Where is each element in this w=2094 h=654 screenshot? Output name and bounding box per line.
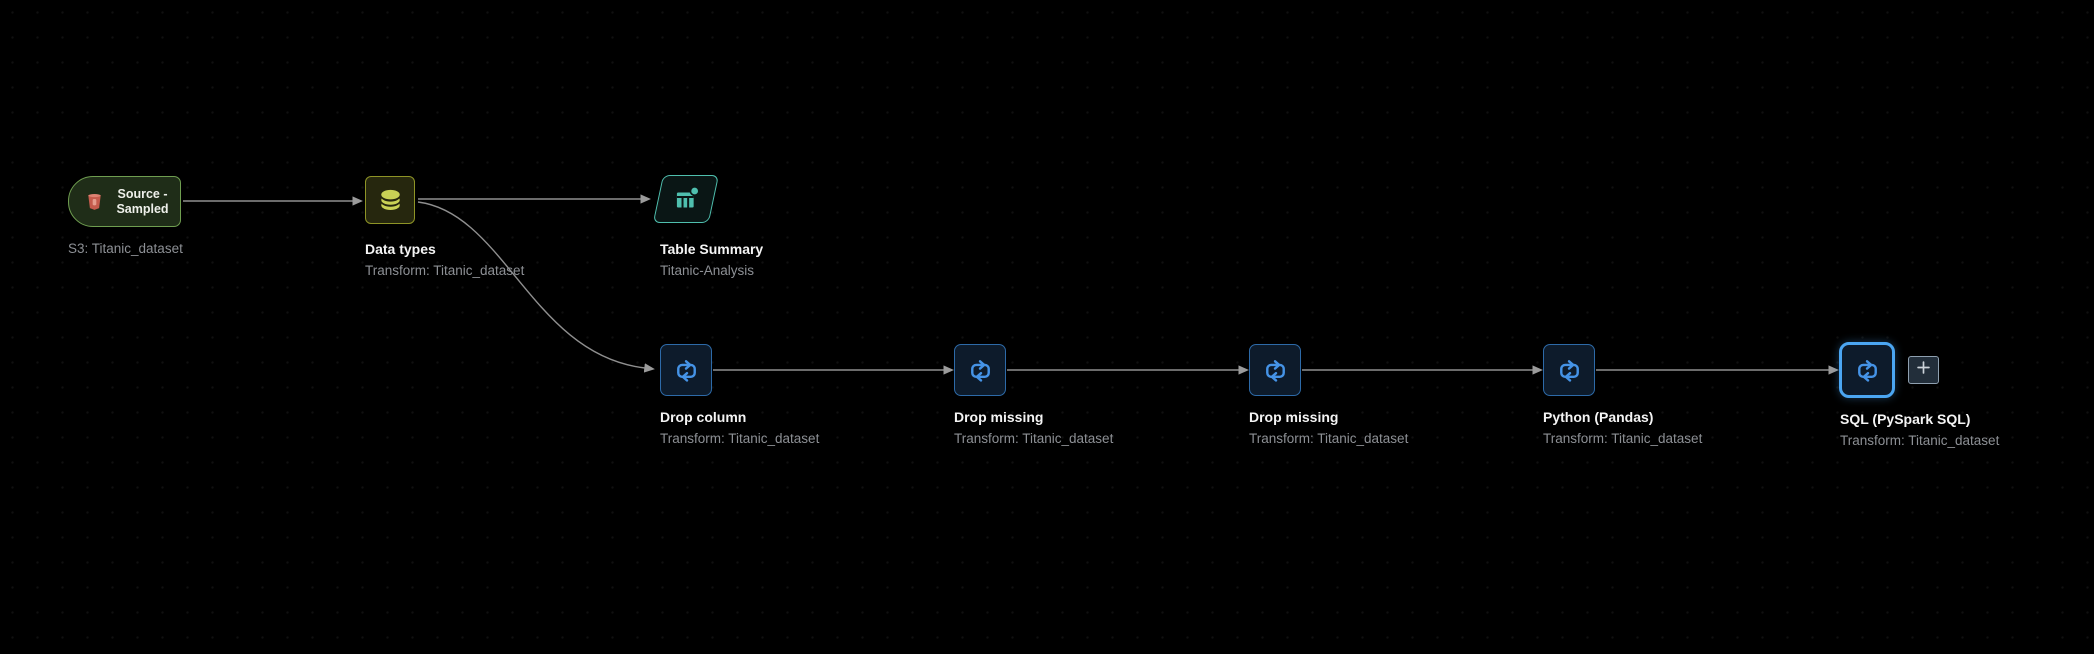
node-sql-pyspark-selected[interactable] (1839, 342, 1895, 398)
table-summary-label: Table Summary Titanic-Analysis (660, 241, 763, 278)
python-pandas-title: Python (Pandas) (1543, 409, 1654, 425)
transform-loop-icon (966, 356, 995, 385)
edge-datatypes-to-dropcolumn (417, 201, 655, 373)
node-python-pandas[interactable] (1543, 344, 1595, 396)
plus-icon (1916, 360, 1931, 380)
python-pandas-subtitle: Transform: Titanic_dataset (1543, 431, 1703, 446)
data-types-label: Data types Transform: Titanic_dataset (365, 241, 524, 278)
data-types-subtitle: Transform: Titanic_dataset (365, 263, 525, 278)
source-node-subtitle: S3: Titanic_dataset (68, 241, 183, 256)
drop-column-title: Drop column (660, 409, 747, 425)
node-drop-missing-1[interactable] (954, 344, 1006, 396)
transform-loop-icon (1261, 356, 1290, 385)
transform-loop-icon (1555, 356, 1584, 385)
drop-column-subtitle: Transform: Titanic_dataset (660, 431, 820, 446)
table-summary-subtitle: Titanic-Analysis (660, 263, 755, 278)
node-source-sampled[interactable]: Source - Sampled (68, 176, 181, 227)
database-icon (377, 187, 404, 214)
python-pandas-label: Python (Pandas) Transform: Titanic_datas… (1543, 409, 1702, 446)
sql-pyspark-label: SQL (PySpark SQL) Transform: Titanic_dat… (1840, 411, 1999, 448)
sql-pyspark-subtitle: Transform: Titanic_dataset (1840, 433, 2000, 448)
node-table-summary[interactable] (652, 175, 719, 223)
node-drop-column[interactable] (660, 344, 712, 396)
source-node-title: Source - Sampled (116, 186, 169, 216)
drop-missing-2-label: Drop missing Transform: Titanic_dataset (1249, 409, 1408, 446)
drop-missing-1-subtitle: Transform: Titanic_dataset (954, 431, 1114, 446)
transform-loop-icon (1853, 356, 1882, 385)
add-step-button[interactable] (1908, 356, 1939, 384)
table-summary-title: Table Summary (660, 241, 764, 257)
table-chart-icon (671, 184, 701, 214)
drop-missing-1-label: Drop missing Transform: Titanic_dataset (954, 409, 1113, 446)
drop-missing-2-title: Drop missing (1249, 409, 1339, 425)
drop-missing-1-title: Drop missing (954, 409, 1044, 425)
sql-pyspark-title: SQL (PySpark SQL) (1840, 411, 1971, 427)
drop-column-label: Drop column Transform: Titanic_dataset (660, 409, 819, 446)
source-node-label: S3: Titanic_dataset (68, 241, 183, 256)
data-types-title: Data types (365, 241, 436, 257)
node-data-types[interactable] (365, 176, 415, 224)
drop-missing-2-subtitle: Transform: Titanic_dataset (1249, 431, 1409, 446)
node-drop-missing-2[interactable] (1249, 344, 1301, 396)
s3-icon (83, 189, 106, 214)
transform-loop-icon (672, 356, 701, 385)
